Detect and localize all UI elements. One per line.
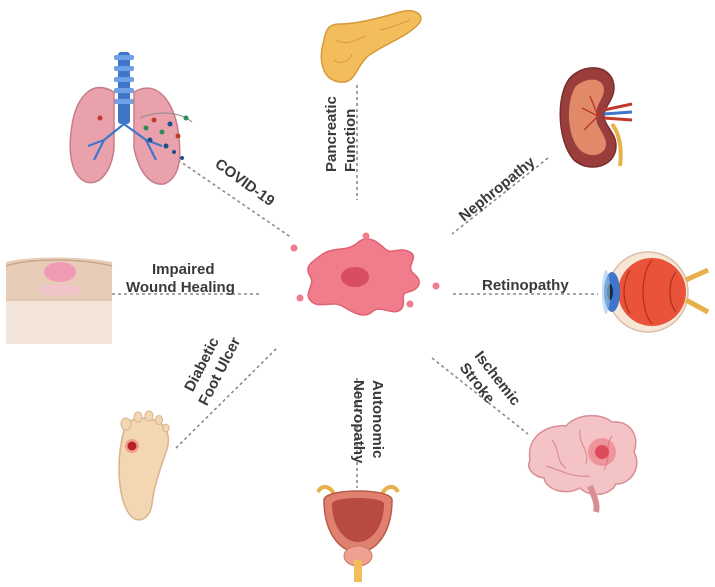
- kidney-icon: [559, 67, 633, 168]
- label-wound-line1: Impaired: [152, 261, 215, 278]
- lungs-icon: [69, 52, 193, 185]
- label-impaired-wound-healing: Impaired Wound Healing: [126, 261, 235, 296]
- label-autonomic-line1: Autonomic: [369, 380, 386, 458]
- label-autonomic-line2: Neuropathy: [350, 380, 367, 464]
- label-autonomic-neuropathy: Autonomic Neuropathy: [350, 380, 386, 464]
- label-pancreatic-function: Pancreatic Function: [323, 96, 359, 172]
- bladder-icon: [316, 485, 400, 582]
- label-covid-19: COVID-19: [212, 155, 278, 209]
- cell-icon: [290, 232, 440, 316]
- skin-icon: [5, 257, 113, 344]
- label-diabetic-foot-ulcer: Diabetic Foot Ulcer: [181, 334, 244, 408]
- brain-icon: [528, 414, 638, 513]
- connector-nephropathy: [451, 157, 549, 235]
- label-pancreatic-line1: Pancreatic: [323, 96, 340, 172]
- label-nephropathy: Nephropathy: [456, 153, 539, 225]
- connector-stroke: [431, 357, 529, 435]
- connector-covid: [177, 159, 293, 239]
- label-wound-line2: Wound Healing: [126, 279, 235, 296]
- label-retinopathy: Retinopathy: [482, 277, 569, 294]
- connectors: [112, 85, 598, 488]
- foot-icon: [118, 410, 170, 521]
- pancreas-icon: [320, 10, 422, 83]
- label-pancreatic-line2: Function: [342, 109, 359, 172]
- eye-icon: [602, 251, 710, 333]
